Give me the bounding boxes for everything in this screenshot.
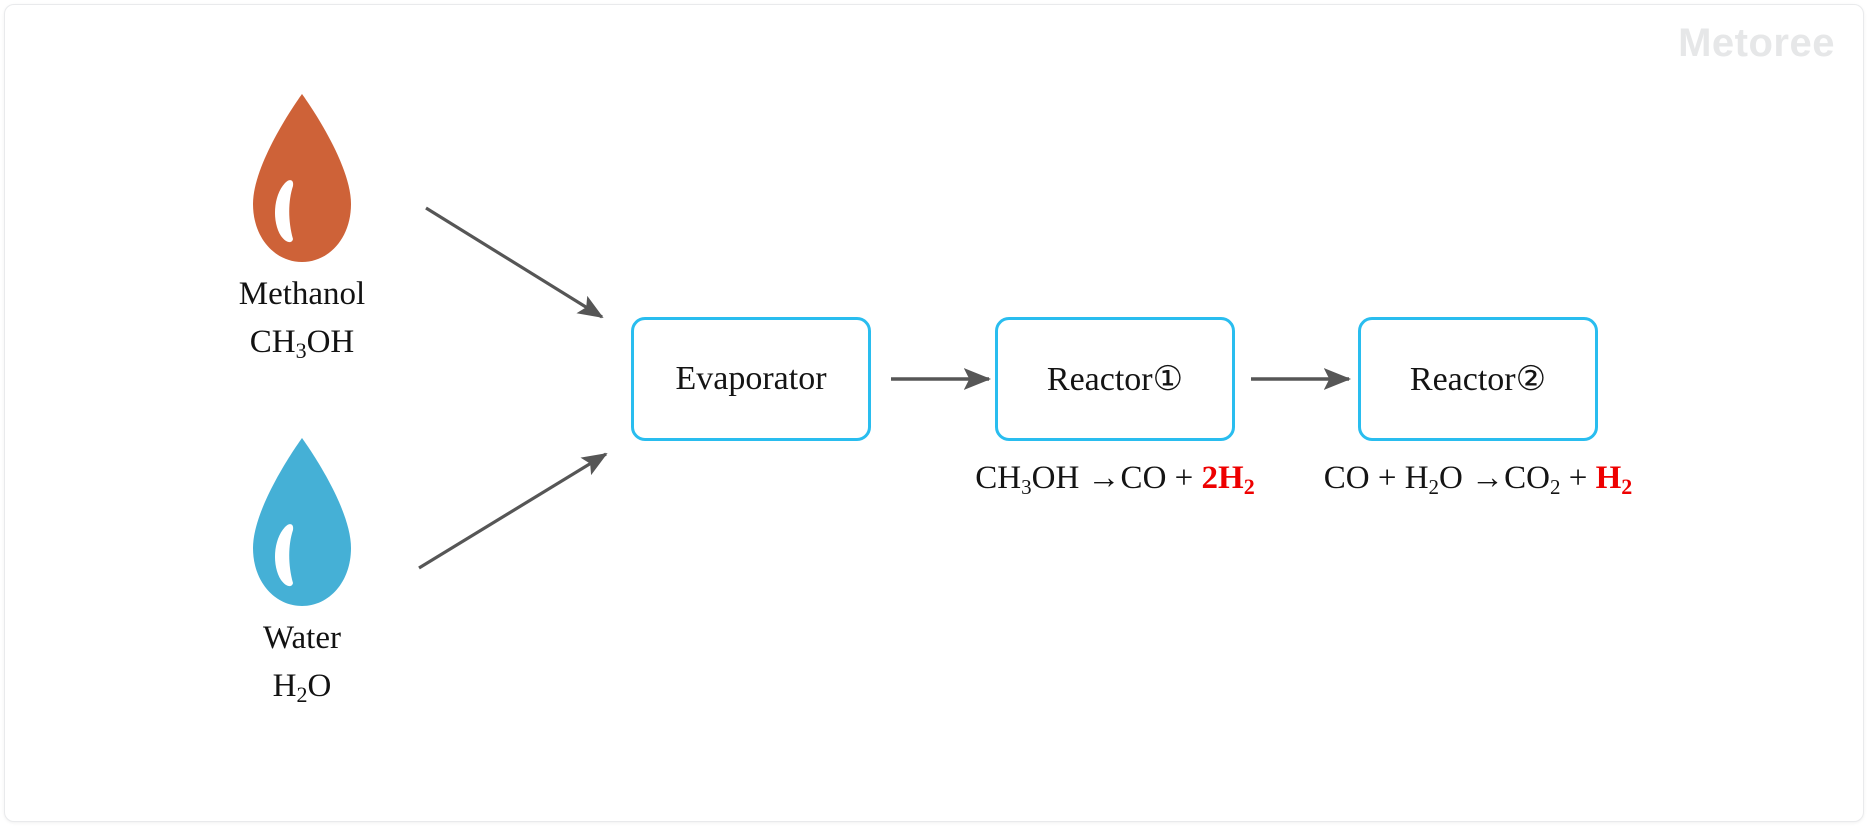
feed-methanol: Methanol CH3OH <box>202 91 402 365</box>
eq2-product-main: H <box>1595 460 1622 496</box>
unit-reactor-2-label: Reactor② <box>1409 361 1547 398</box>
droplet-icon-svg <box>253 438 351 606</box>
diagram-card: Metoree Methanol CH3OH Water H2O <box>4 4 1864 822</box>
eq2-reactant-sub: 2 <box>1428 474 1440 499</box>
eq1-product-sub: 2 <box>1243 474 1255 500</box>
eq2-reactant-tail: O →CO <box>1439 460 1550 496</box>
eq2-reactant-sub2: 2 <box>1549 474 1561 499</box>
arrow-methanol-to-evaporator <box>425 206 604 319</box>
unit-evaporator[interactable]: Evaporator <box>631 317 871 441</box>
metoree-watermark: Metoree <box>1678 21 1835 65</box>
reactor-1-equation: CH3OH →CO + 2H2 <box>965 460 1265 500</box>
unit-reactor-1-label: Reactor① <box>1046 361 1184 398</box>
feed-methanol-name: Methanol <box>238 276 366 312</box>
unit-evaporator-label: Evaporator <box>675 360 827 397</box>
eq2-reactant-tail2: + <box>1560 460 1596 496</box>
eq1-reactant-main: CH <box>975 460 1022 496</box>
feed-water-formula: H2O <box>202 666 402 709</box>
unit-reactor-1[interactable]: Reactor① <box>995 317 1235 441</box>
eq1-product-main: 2H <box>1201 460 1244 496</box>
droplet-icon <box>248 91 356 266</box>
eq1-reactant-tail: OH →CO + <box>1031 460 1202 496</box>
eq2-product-sub: 2 <box>1621 474 1633 500</box>
formula-tail: O <box>307 668 332 705</box>
droplet-icon <box>248 435 356 610</box>
eq1-product: 2H2 <box>1201 460 1255 500</box>
arrow-water-to-evaporator <box>418 452 608 570</box>
eq1-reactant-sub: 3 <box>1021 474 1032 499</box>
formula-tail: OH <box>306 324 355 361</box>
feed-water: Water H2O <box>202 435 402 709</box>
formula-main: H <box>272 668 297 705</box>
unit-reactor-2[interactable]: Reactor② <box>1358 317 1598 441</box>
formula-sub: 3 <box>295 338 307 364</box>
feed-methanol-formula: CH3OH <box>202 322 402 365</box>
eq2-reactant-main: CO + H <box>1323 460 1429 496</box>
formula-main: CH <box>249 324 296 361</box>
eq2-product: H2 <box>1595 460 1633 500</box>
formula-sub: 2 <box>296 682 308 708</box>
feed-water-name: Water <box>263 620 341 656</box>
droplet-icon-svg <box>253 94 351 262</box>
reactor-2-equation: CO + H2O →CO2 + H2 <box>1318 460 1638 500</box>
